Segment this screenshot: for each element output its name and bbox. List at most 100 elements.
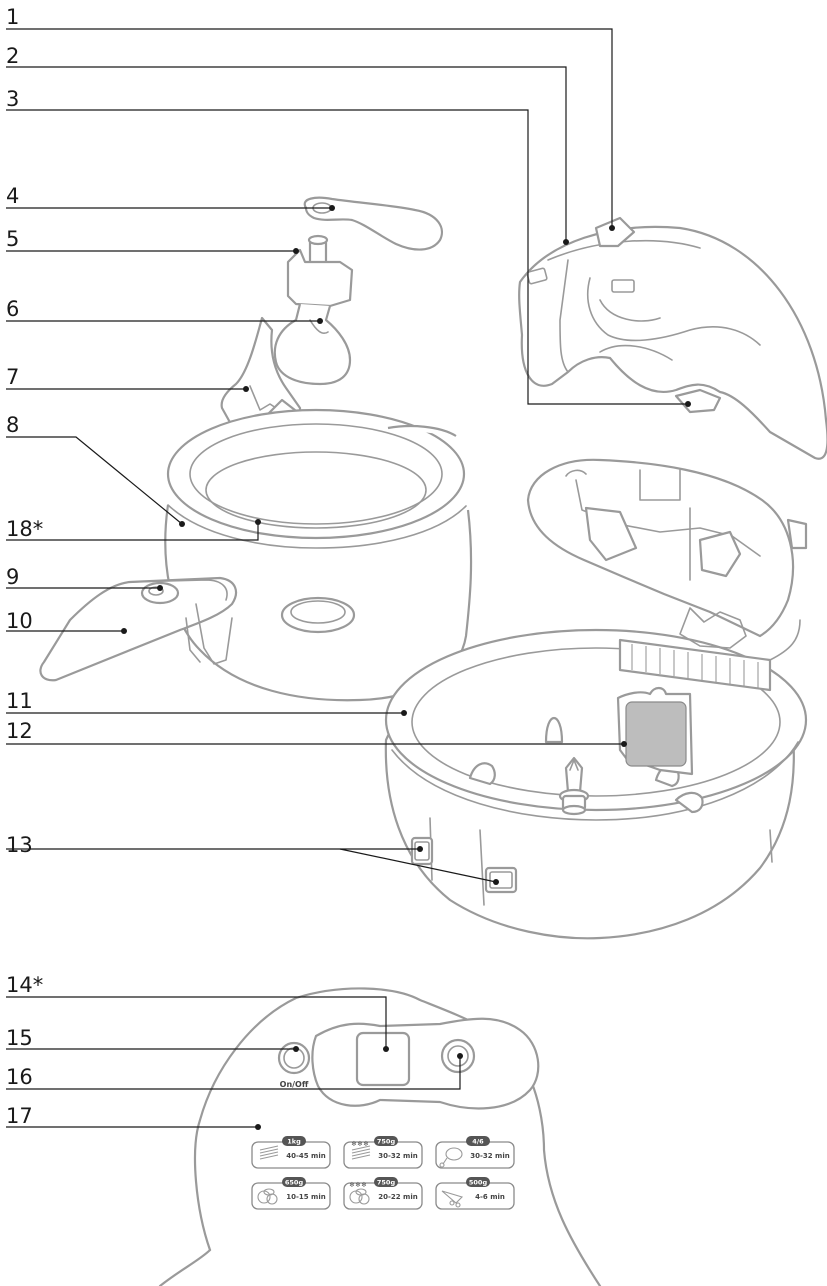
program-qty-badge <box>282 1136 306 1146</box>
program-qty-badge <box>374 1177 398 1187</box>
paddle-assembly <box>220 234 354 434</box>
removable-bowl <box>164 408 473 702</box>
leader-dot <box>329 205 335 211</box>
callout-number: 8 <box>6 413 19 437</box>
callout-9: 18* <box>6 517 261 541</box>
leader-dot <box>121 628 127 634</box>
leader-dot <box>255 519 261 525</box>
callout-number: 2 <box>6 44 19 68</box>
callout-number: 5 <box>6 227 19 251</box>
program-qty: 750g <box>377 1138 396 1146</box>
leader-dot <box>157 585 163 591</box>
program-qty: 750g <box>377 1179 396 1187</box>
callout-number: 3 <box>6 87 19 111</box>
leader-dot <box>685 401 691 407</box>
program-time: 4-6 min <box>475 1193 505 1201</box>
leader-dot <box>255 1124 261 1130</box>
leader-dot <box>417 846 423 852</box>
callout-number: 12 <box>6 719 33 743</box>
program-3: 4/6 30-32 min <box>435 1136 515 1169</box>
program-4: 650g 10-15 min <box>251 1177 331 1210</box>
leader-line <box>339 848 497 883</box>
program-qty: 1kg <box>287 1138 301 1146</box>
callout-4: 4 <box>6 184 335 211</box>
leader-dot <box>493 879 499 885</box>
program-time: 20-22 min <box>378 1193 418 1201</box>
callout-15: 14* <box>6 973 389 1052</box>
program-time: 30-32 min <box>470 1152 510 1160</box>
callout-6: 6 <box>6 297 323 324</box>
leader-line <box>6 1056 461 1090</box>
callout-12: 11 <box>6 689 407 716</box>
program-qty: 650g <box>285 1179 304 1187</box>
display-screen <box>355 1031 411 1087</box>
leader-dot <box>293 1046 299 1052</box>
leader-line <box>6 522 259 541</box>
leader-dot <box>179 521 185 527</box>
svg-text:❄: ❄ <box>351 1140 357 1148</box>
callout-number: 6 <box>6 297 19 321</box>
leader-dot <box>383 1046 389 1052</box>
svg-text:❄: ❄ <box>355 1181 361 1189</box>
callout-number: 7 <box>6 365 19 389</box>
callout-18: 17 <box>6 1104 261 1130</box>
callout-5: 5 <box>6 227 299 254</box>
leader-dot <box>317 318 323 324</box>
chicken-leg-icon <box>439 1147 463 1168</box>
lid <box>518 216 827 460</box>
leader-line <box>6 109 688 405</box>
callout-number: 13 <box>6 833 33 857</box>
svg-text:❄: ❄ <box>357 1140 363 1148</box>
callout-17: 16 <box>6 1053 463 1090</box>
leader-line <box>6 28 613 228</box>
callout-number: 17 <box>6 1104 33 1128</box>
program-qty-badge <box>466 1136 490 1146</box>
program-5: 750g❄❄❄20-22 min <box>343 1177 423 1210</box>
callout-number: 10 <box>6 609 33 633</box>
svg-text:❄: ❄ <box>349 1181 355 1189</box>
callout-number: 11 <box>6 689 33 713</box>
program-time: 30-32 min <box>378 1152 418 1160</box>
leader-line <box>6 66 567 242</box>
leader-dot <box>401 710 407 716</box>
program-qty-badge <box>466 1177 490 1187</box>
program-time: 10-15 min <box>286 1193 326 1201</box>
callout-13: 12 <box>6 719 627 747</box>
frozen-vegetables-icon: ❄❄❄ <box>349 1181 370 1205</box>
leader-dot <box>457 1053 463 1059</box>
callout-10: 9 <box>6 565 163 591</box>
leader-dot <box>621 741 627 747</box>
callout-number: 16 <box>6 1065 33 1089</box>
callout-number: 1 <box>6 5 19 29</box>
callout-number: 15 <box>6 1026 33 1050</box>
callout-number: 4 <box>6 184 19 208</box>
hinge-unit <box>526 458 808 692</box>
leader-dot <box>293 248 299 254</box>
svg-text:❄: ❄ <box>361 1181 367 1189</box>
program-qty-badge <box>282 1177 306 1187</box>
program-qty: 500g <box>469 1179 488 1187</box>
callout-2: 2 <box>6 44 569 245</box>
callout-16: 15 <box>6 1026 299 1052</box>
leader-dot <box>609 225 615 231</box>
callout-7: 7 <box>6 365 249 392</box>
program-6: 500g 4-6 min <box>435 1177 515 1210</box>
callout-number: 18* <box>6 517 43 541</box>
callout-number: 9 <box>6 565 19 589</box>
program-qty: 4/6 <box>472 1138 484 1146</box>
callout-14: 13 <box>6 833 499 885</box>
program-qty-badge <box>374 1136 398 1146</box>
callout-11: 10 <box>6 609 127 634</box>
vegetables-icon <box>257 1188 278 1205</box>
program-2: 750g❄❄❄30-32 min <box>343 1136 423 1169</box>
callout-8: 8 <box>6 413 185 527</box>
callout-number: 14* <box>6 973 43 997</box>
leader-line <box>6 996 387 1049</box>
svg-text:❄: ❄ <box>363 1140 369 1148</box>
frozen-fries-icon: ❄❄❄ <box>351 1140 371 1160</box>
